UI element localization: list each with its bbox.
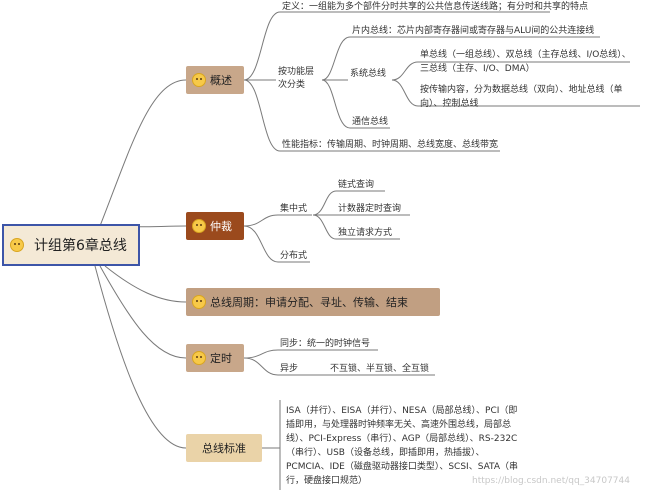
connector-system-single <box>391 61 630 81</box>
smile-emoji-icon <box>192 73 206 87</box>
arbitration-counter: 计数器定时查询 <box>338 204 402 214</box>
topic-bus-cycle[interactable]: 总线周期：申请分配、寻址、传输、结束 <box>186 288 440 316</box>
topic-timing-label: 定时 <box>210 352 232 365</box>
surprised-emoji-icon <box>192 219 206 233</box>
root-topic[interactable]: 计组第6章总线 <box>2 224 140 266</box>
topic-timing[interactable]: 定时 <box>186 344 244 372</box>
topic-overview[interactable]: 概述 <box>186 66 244 94</box>
timing-async: 异步 <box>280 364 299 374</box>
connector-timing-async <box>243 357 435 376</box>
arbitration-chain: 链式查询 <box>338 180 375 190</box>
connector-root-cycle <box>104 265 187 303</box>
topic-bus-standards[interactable]: 总线标准 <box>186 434 262 462</box>
overview-comm-bus: 通信总线 <box>352 117 389 127</box>
connector-overview-definition <box>243 11 550 81</box>
connector-overview-metrics <box>243 79 500 152</box>
connector-root-timing <box>99 265 187 359</box>
arbitration-centralized: 集中式 <box>280 204 308 214</box>
connector-timing-sync <box>243 349 378 359</box>
overview-definition: 定义：一组能为多个部件分时共享的公共信息传送线路；有分时和共享的特点 <box>282 2 589 12</box>
worried-emoji-icon <box>192 351 206 365</box>
smile-emoji-icon <box>10 238 24 252</box>
topic-arbitration-label: 仲裁 <box>210 220 232 233</box>
topic-bus-cycle-label: 总线周期：申请分配、寻址、传输、结束 <box>210 296 408 309</box>
overview-on-chip-bus: 片内总线：芯片内部寄存器间或寄存器与ALU间的公共连接线 <box>352 26 595 36</box>
connector-classify-onchip <box>321 36 600 81</box>
connector-system-content <box>391 79 640 107</box>
arbitration-independent: 独立请求方式 <box>338 228 393 238</box>
topic-overview-label: 概述 <box>210 74 232 87</box>
timing-async-modes: 不互锁、半互锁、全互锁 <box>330 364 430 374</box>
connector-central-independent <box>312 214 400 240</box>
root-topic-label: 计组第6章总线 <box>34 238 127 254</box>
overview-system-bus: 系统总线 <box>350 69 387 79</box>
watermark: https://blog.csdn.net/qq_34707744 <box>471 476 630 486</box>
overview-by-content: 按传输内容，分为数据总线（双向）、地址总线（单向）、控制总线 <box>420 85 623 109</box>
topic-bus-standards-label: 总线标准 <box>202 442 246 455</box>
connector-root-standards <box>94 265 187 449</box>
overview-classify: 按功能层次分类 <box>278 67 315 90</box>
connector-root-overview <box>99 79 187 227</box>
timing-sync: 同步：统一的时钟信号 <box>280 339 371 349</box>
smile-emoji-icon <box>192 295 206 309</box>
connector-central-chain <box>312 190 385 216</box>
topic-arbitration[interactable]: 仲裁 <box>186 212 244 240</box>
arbitration-distributed: 分布式 <box>280 251 308 261</box>
connector-arb-central <box>243 214 312 227</box>
standards-list: ISA（并行）、EISA（并行）、NESA（局部总线）、PCI（即插即用，与处理… <box>286 406 519 486</box>
connector-arb-distributed <box>243 225 310 263</box>
overview-metrics: 性能指标：传输周期、时钟周期、总线宽度、总线带宽 <box>282 140 499 150</box>
connector-classify-comm <box>321 79 390 129</box>
overview-single-bus: 单总线（一组总线）、双总线（主存总线、I/O总线）、三总线（主存、I/O、DMA… <box>420 50 631 74</box>
